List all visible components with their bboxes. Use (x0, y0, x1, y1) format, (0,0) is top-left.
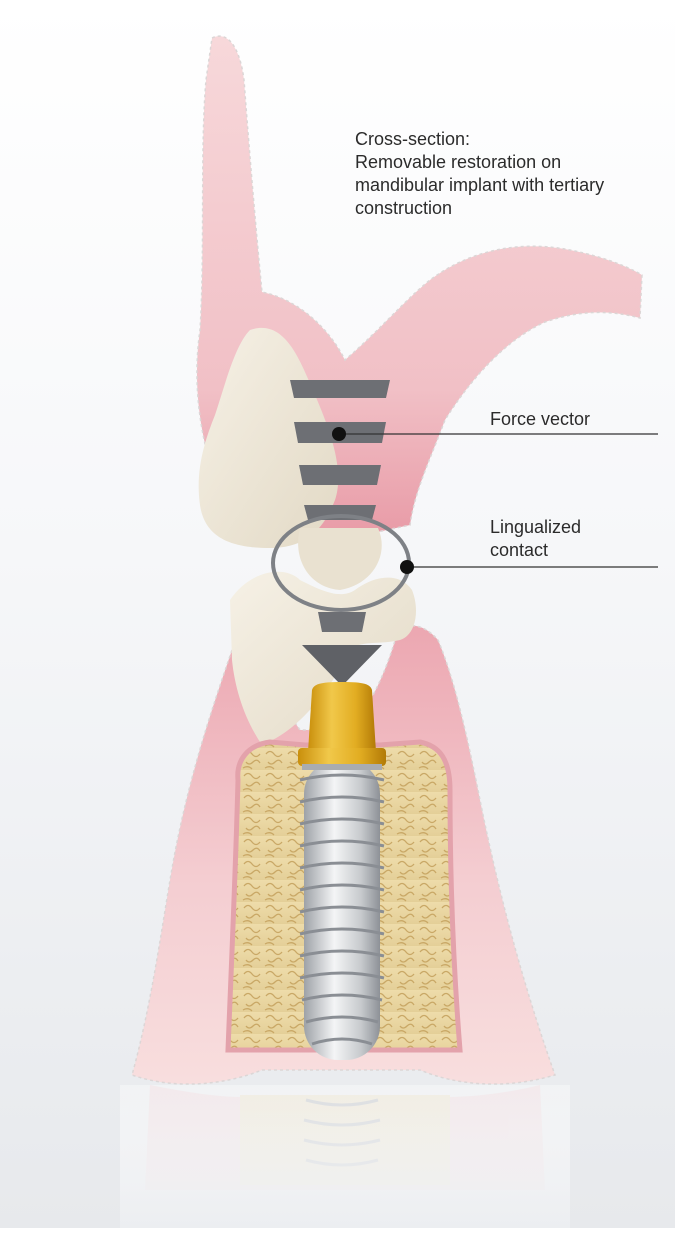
lingualized-label-line-1: Lingualized (490, 516, 581, 539)
diagram-caption: Cross-section: Removable restoration on … (355, 128, 604, 220)
caption-line-3: mandibular implant with tertiary (355, 174, 604, 197)
lower-construction-bar (318, 612, 366, 632)
upper-cusp (298, 528, 382, 590)
force-vector-dot (332, 427, 346, 441)
caption-line-2: Removable restoration on (355, 151, 604, 174)
caption-line-4: construction (355, 197, 604, 220)
lingualized-contact-callout (400, 560, 658, 574)
lingualized-label-line-2: contact (490, 539, 581, 562)
lingualized-contact-dot (400, 560, 414, 574)
reflection-fade (120, 1085, 570, 1228)
implant-fixture (300, 760, 384, 1060)
force-vector-label: Force vector (490, 408, 590, 431)
caption-line-1: Cross-section: (355, 128, 604, 151)
lingualized-contact-label: Lingualized contact (490, 516, 581, 562)
